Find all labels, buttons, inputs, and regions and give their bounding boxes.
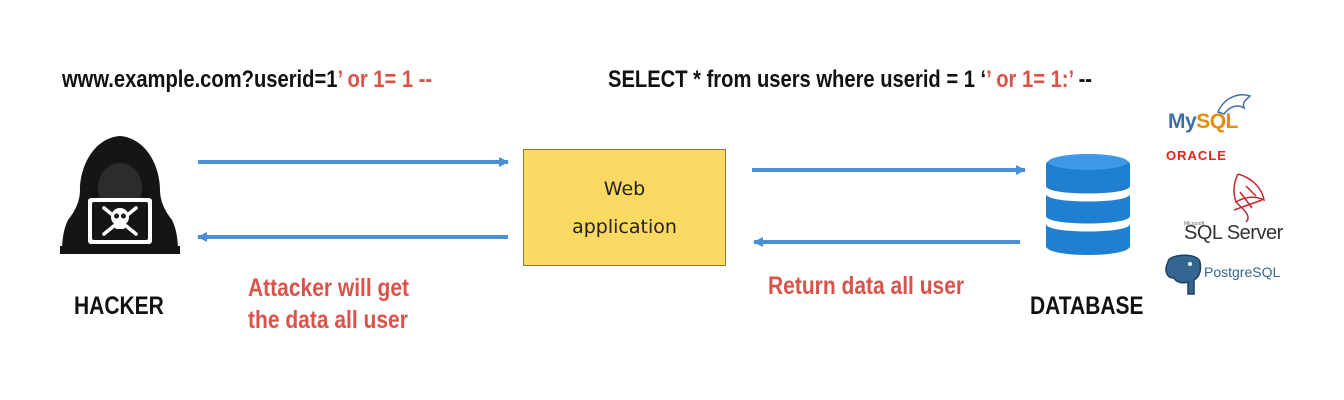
sql-prefix: SELECT * from users where userid = 1 ‘ xyxy=(608,66,987,93)
postgresql-elephant-icon xyxy=(1165,254,1202,295)
url-prefix: www.example.com?userid=1 xyxy=(62,66,338,93)
sqlserver-logo: SQL Server xyxy=(1184,222,1283,244)
oracle-logo: ORACLE xyxy=(1166,148,1227,163)
webapp-line2: application xyxy=(572,215,677,238)
hacker-label: HACKER xyxy=(74,292,164,320)
sql-suffix: -- xyxy=(1072,66,1093,93)
sqlserver-icon xyxy=(1233,173,1265,223)
sql-injection: ’ or 1= 1:’ xyxy=(986,66,1073,93)
mysql-logo-my: My xyxy=(1168,110,1197,133)
web-application-box: Web application xyxy=(523,149,726,266)
url-injection: ’ or 1= 1 -- xyxy=(337,66,433,93)
mysql-dolphin-icon xyxy=(1216,94,1252,115)
webapp-line1: Web xyxy=(603,177,646,200)
sql-query-text: SELECT * from users where userid = 1 ‘’ … xyxy=(608,66,1092,94)
return-caption: Return data all user xyxy=(768,272,965,300)
database-label: DATABASE xyxy=(1030,292,1144,320)
mysql-logo-sql: SQL xyxy=(1196,110,1238,133)
hacker-icon xyxy=(60,136,180,254)
postgresql-logo: PostgreSQL xyxy=(1204,264,1281,280)
database-icon xyxy=(1046,154,1130,255)
url-request-text: www.example.com?userid=1’ or 1= 1 -- xyxy=(62,66,432,94)
sqlserver-micro-text: Microsoft xyxy=(1184,221,1205,227)
mysql-logo: MySQL xyxy=(1168,110,1238,134)
attacker-caption-line2: the data all user xyxy=(248,306,408,334)
attacker-caption: Attacker will get the data all user xyxy=(248,272,409,336)
attacker-caption-line1: Attacker will get xyxy=(248,274,410,302)
